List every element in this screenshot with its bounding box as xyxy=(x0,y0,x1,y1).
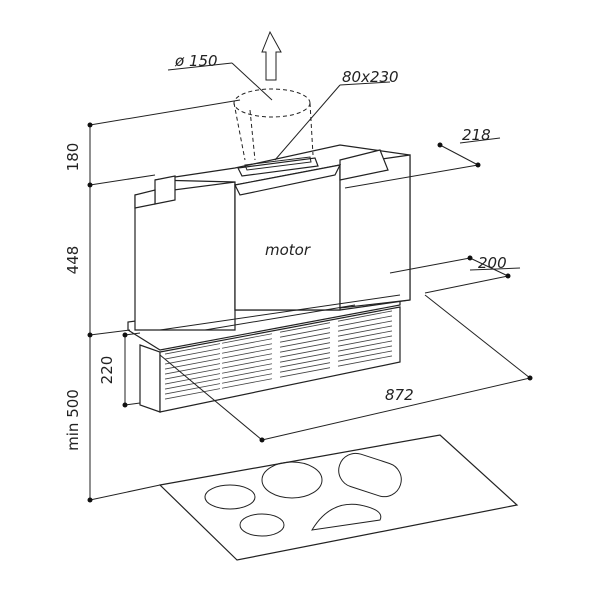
depth-body-label: 200 xyxy=(478,254,507,272)
grille-slat xyxy=(164,348,221,360)
grille-slat xyxy=(337,340,393,352)
duct-diameter-label: ø 150 xyxy=(174,52,218,70)
grille-slat xyxy=(337,335,393,347)
grille-slat xyxy=(279,357,331,368)
grille-slat xyxy=(221,333,273,344)
grille-slat xyxy=(164,388,221,400)
grille-slat xyxy=(337,350,393,362)
grille-slat xyxy=(164,383,221,395)
grille-slat xyxy=(221,348,273,359)
hood-body xyxy=(134,144,411,331)
dimension-lines xyxy=(87,62,533,503)
lower-height-label: 220 xyxy=(98,356,116,385)
airflow-arrow-icon xyxy=(261,30,282,81)
grille-slat xyxy=(279,352,331,363)
duct xyxy=(233,30,314,161)
grille-slat xyxy=(221,338,273,349)
grille-slat xyxy=(337,320,393,332)
grille-slat xyxy=(337,315,393,327)
height-body-label: 448 xyxy=(64,246,82,275)
height-top-label: 180 xyxy=(64,143,82,172)
min-clearance-label: min 500 xyxy=(64,389,82,451)
grille-slat xyxy=(164,363,221,375)
grille-slat xyxy=(279,367,331,378)
grille-slat xyxy=(279,342,331,353)
grille-slat xyxy=(279,347,331,358)
grille-slat xyxy=(279,362,331,373)
grille-slat xyxy=(337,355,393,367)
grille-slat xyxy=(164,378,221,390)
grille-slat xyxy=(337,345,393,357)
grille-slat xyxy=(164,368,221,380)
grille-slat xyxy=(337,330,393,342)
grille-slat xyxy=(221,378,273,389)
grille-slat xyxy=(337,325,393,337)
grille-slat xyxy=(279,322,331,333)
grille-slat xyxy=(221,373,273,384)
grille-slat xyxy=(221,343,273,354)
outlet-size-label: 80x230 xyxy=(342,68,399,86)
grille-slat xyxy=(221,363,273,374)
grille-slat xyxy=(164,353,221,365)
width-label: 872 xyxy=(385,386,414,404)
depth-top-label: 218 xyxy=(462,126,491,144)
grille-slat xyxy=(337,310,393,322)
grille-slat xyxy=(221,368,273,379)
grille-slat xyxy=(279,327,331,338)
grille-slat xyxy=(221,358,273,369)
cooktop xyxy=(158,434,519,561)
grille-slat xyxy=(279,337,331,348)
motor-label: motor xyxy=(265,241,311,259)
grille-slat xyxy=(164,373,221,385)
grille-slat xyxy=(164,343,221,355)
grille-slat xyxy=(279,332,331,343)
grille-slat xyxy=(221,353,273,364)
